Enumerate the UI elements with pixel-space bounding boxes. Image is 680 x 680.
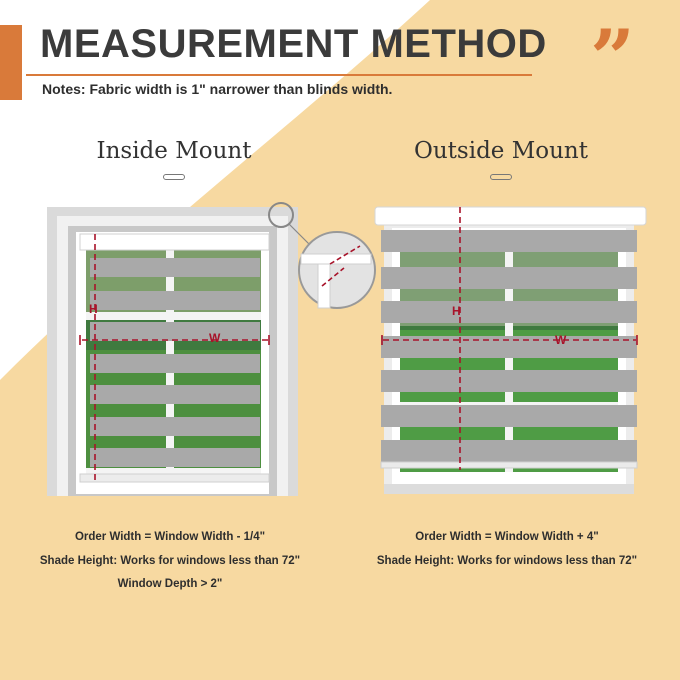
notes-text: Notes: Fabric width is 1" narrower than … [42,81,393,97]
inside-height-label: H [89,302,98,316]
outside-order-width: Order Width = Window Width + 4" [415,531,599,543]
inside-window-depth: Window Depth > 2" [117,578,223,590]
page-title: MEASUREMENT METHOD [40,22,547,66]
accent-bar [0,25,22,100]
inside-order-width: Order Width = Window Width - 1/4" [74,531,266,543]
inside-mount-title: Inside Mount [96,138,252,164]
inside-width-label: W [209,331,221,345]
outside-height-label: H [452,304,461,318]
outside-width-label: W [555,333,567,347]
outside-shade-height: Shade Height: Works for windows less tha… [376,555,638,567]
quotation-mark-icon: ” [590,13,635,104]
inside-mount-divider-icon [163,174,185,180]
outside-mount-title: Outside Mount [414,138,588,164]
inside-shade-height: Shade Height: Works for windows less tha… [39,555,301,567]
title-underline [26,74,532,76]
outside-mount-divider-icon [490,174,512,180]
